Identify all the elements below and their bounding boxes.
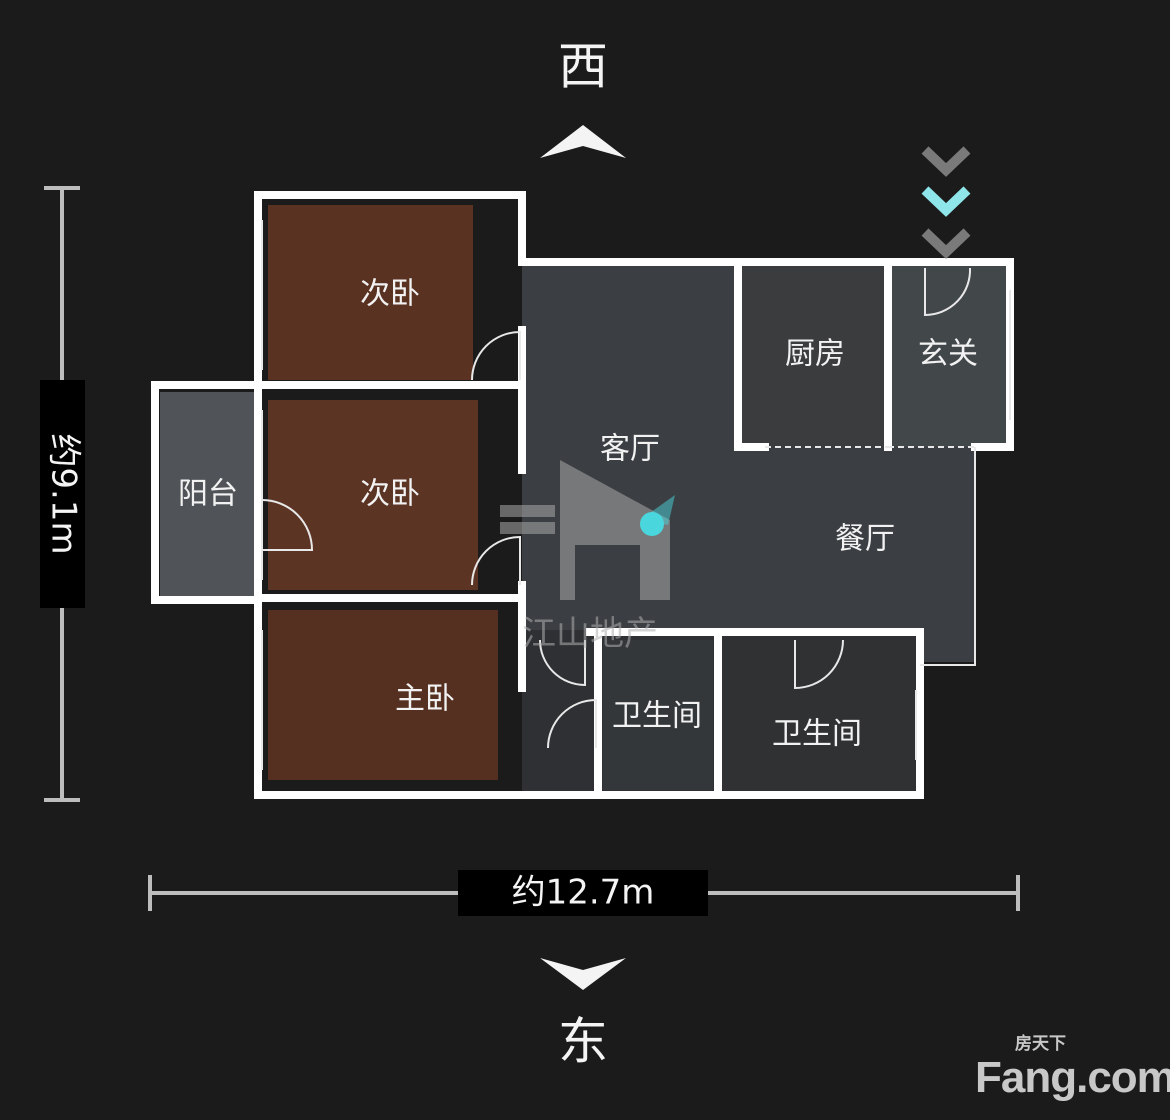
entrance-arrow-icon [921,146,971,259]
watermark-logo: 江山地产 [500,460,670,654]
walls [151,191,1014,799]
room-label-balcony: 阳台 [178,477,238,512]
room-label-bedroom-top: 次卧 [360,277,420,312]
width-label: 约12.7m [512,873,655,913]
chevron-up-icon [540,125,626,158]
room-label-living-room: 客厅 [600,432,660,467]
room-label-bathroom-2: 卫生间 [772,717,862,752]
viewpoint-marker [640,495,675,536]
floors [160,205,1010,795]
room-label-dining-room: 餐厅 [835,522,895,557]
doors [261,267,972,749]
chevron-down-icon [540,958,626,990]
north-label: 西 [558,38,608,96]
fang-logo: 房天下 Fang.com [975,1034,1170,1102]
height-label: 约9.1m [44,433,84,554]
logo-brand: Fang.com [975,1053,1170,1102]
room-label-bedroom-middle: 次卧 [360,477,420,512]
room-label-entrance: 玄关 [918,337,978,372]
logo-chinese: 房天下 [1015,1034,1066,1053]
width-dimension: 约12.7m [148,870,1020,916]
height-dimension: 约9.1m [40,186,85,802]
watermark-text: 江山地产 [522,614,658,654]
room-label-bathroom-1: 卫生间 [612,699,702,734]
room-label-master-bedroom: 主卧 [395,682,455,717]
south-label: 东 [558,1013,608,1071]
room-label-kitchen: 厨房 [785,337,845,372]
